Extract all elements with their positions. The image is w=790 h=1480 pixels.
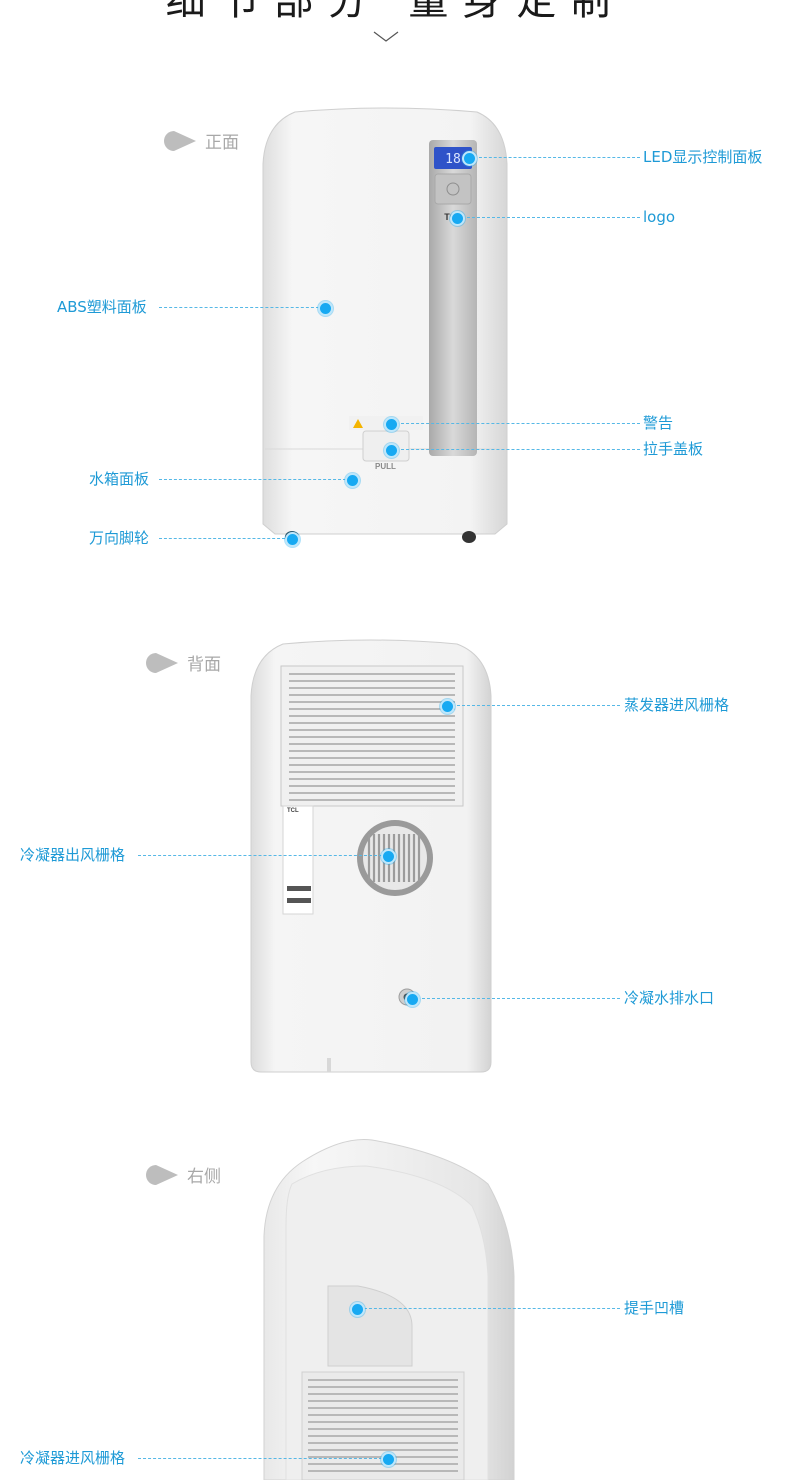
caster-marker — [285, 532, 300, 547]
callout-evap-grille: 蒸发器进风栅格 — [624, 696, 730, 714]
callout-drain: 冷凝水排水口 — [624, 989, 715, 1007]
side-view-tag: 右侧 — [145, 1162, 221, 1187]
teardrop-tag-icon — [146, 652, 178, 673]
chevron-down-icon — [373, 31, 399, 42]
callout-handle-groove: 提手凹槽 — [624, 1299, 685, 1317]
abs-panel-marker — [318, 301, 333, 316]
callout-led-panel: LED显示控制面板 — [643, 148, 763, 166]
led-display-value: 18 — [445, 152, 461, 167]
back-view-tag: 背面 — [145, 650, 221, 675]
teardrop-tag-icon — [146, 1164, 178, 1185]
callout-water-tank: 水箱面板 — [89, 470, 150, 488]
cond-out-marker — [381, 849, 396, 864]
callout-handle-cover: 拉手盖板 — [643, 440, 704, 458]
callout-logo: logo — [643, 208, 676, 226]
handle-cover-marker — [384, 443, 399, 458]
handle-groove-marker — [350, 1302, 365, 1317]
back-view-label: 背面 — [187, 655, 221, 675]
callout-cond-in: 冷凝器进风栅格 — [20, 1449, 126, 1467]
water-tank-marker — [345, 473, 360, 488]
callout-caster: 万向脚轮 — [89, 529, 150, 547]
back-unit-illustration: TCL — [250, 639, 492, 1073]
evap-grille-marker — [440, 699, 455, 714]
side-view-label: 右侧 — [187, 1167, 221, 1187]
callout-cond-out: 冷凝器出风栅格 — [20, 846, 126, 864]
page-title: 细节部分 量身定制 — [165, 0, 625, 24]
front-unit-illustration: 18 TCL PULL — [262, 107, 508, 543]
logo-marker — [450, 211, 465, 226]
warning-marker — [384, 417, 399, 432]
cond-in-marker — [381, 1452, 396, 1467]
side-unit-illustration — [263, 1138, 515, 1480]
callout-abs-panel: ABS塑料面板 — [57, 298, 147, 316]
front-view-tag: 正面 — [163, 128, 239, 153]
drain-marker — [405, 992, 420, 1007]
callout-warning: 警告 — [643, 414, 674, 432]
teardrop-tag-icon — [164, 130, 196, 151]
pull-label: PULL — [375, 462, 396, 471]
led-panel-marker — [462, 151, 477, 166]
back-brand: TCL — [287, 808, 299, 814]
front-view-label: 正面 — [205, 133, 239, 153]
